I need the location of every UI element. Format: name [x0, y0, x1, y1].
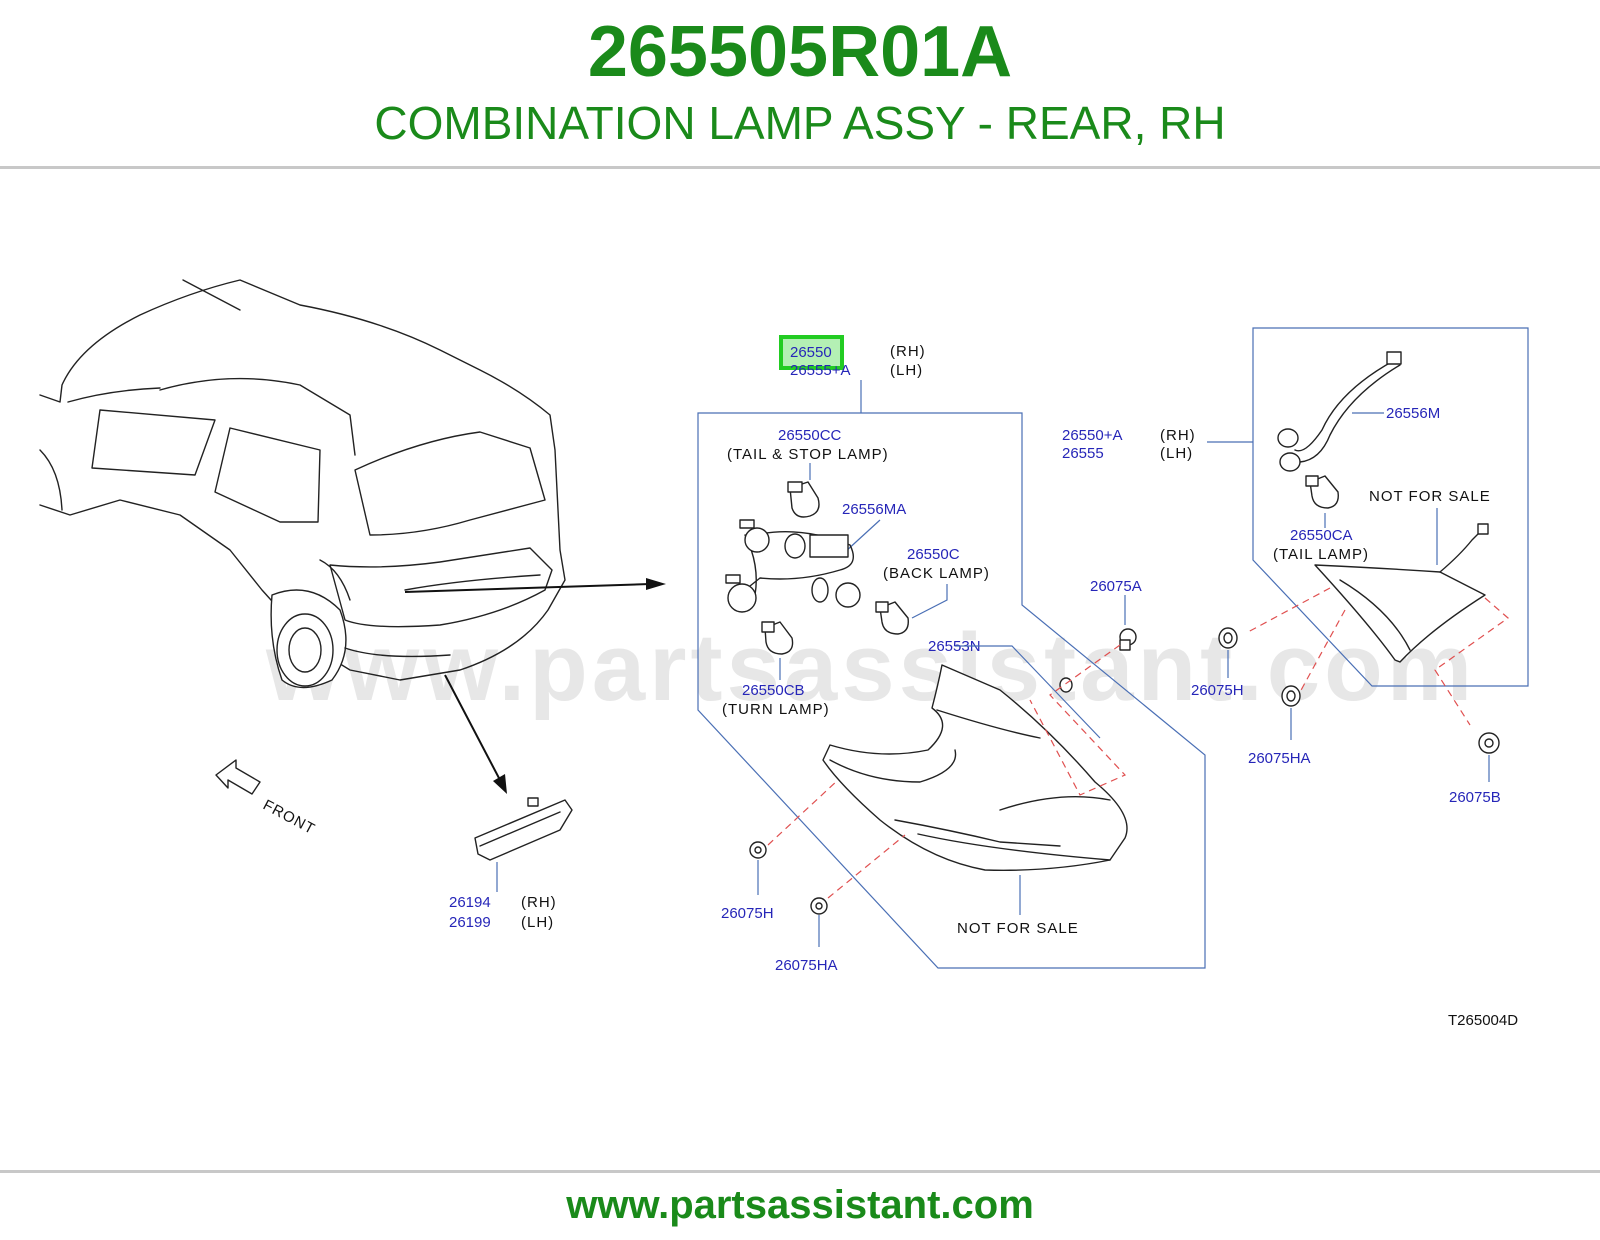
- assembly-dash-line: [767, 779, 839, 846]
- parts-diagram: www.partsassistant.com FRONT 26194 (RH) …: [39, 279, 1529, 1029]
- callout-nut-b[interactable]: 26075B: [1449, 789, 1501, 806]
- callout-socket-tail-stop-desc: (TAIL & STOP LAMP): [727, 446, 889, 463]
- side-reflector-drawing: [474, 797, 573, 861]
- callout-reflector-lh-side: (LH): [521, 914, 554, 931]
- callout-main-rh-side: (RH): [890, 343, 926, 360]
- assembly-dash-line: [1299, 609, 1346, 693]
- callout-reflector-rh-side: (RH): [521, 894, 557, 911]
- arrowhead-icon: [646, 578, 666, 590]
- callout-socket-back-desc: (BACK LAMP): [883, 565, 990, 582]
- label-not-for-sale-1: NOT FOR SALE: [957, 920, 1079, 937]
- front-direction-indicator: FRONT: [215, 759, 318, 839]
- label-not-for-sale-2: NOT FOR SALE: [1369, 488, 1491, 505]
- leader-line: [911, 584, 948, 619]
- footer-divider: [0, 1170, 1600, 1173]
- callout-reflector-lh[interactable]: 26199: [449, 914, 491, 931]
- vehicle-rear-view-drawing: [39, 279, 566, 689]
- callout-nut-a[interactable]: 26075A: [1090, 578, 1142, 595]
- nut-a-drawing: [1119, 628, 1137, 651]
- nut-h-left-drawing: [749, 841, 767, 859]
- callout-inner-lh[interactable]: 26555: [1062, 445, 1104, 462]
- callout-inner-lh-side: (LH): [1160, 445, 1193, 462]
- footer-site-link[interactable]: www.partsassistant.com: [566, 1183, 1034, 1227]
- nut-h-right-drawing: [1218, 627, 1238, 649]
- assembly-dash-line: [1029, 644, 1127, 796]
- assembly-dash-line: [827, 834, 906, 899]
- bulb-turn-drawing: [761, 621, 794, 655]
- bulb-back-drawing: [875, 601, 909, 635]
- callout-socket-tail-desc: (TAIL LAMP): [1273, 546, 1369, 563]
- front-label: FRONT: [260, 797, 318, 839]
- pointer-line-reflector: [444, 674, 501, 781]
- leader-line: [844, 519, 881, 553]
- callout-main-lh-side: (LH): [890, 362, 923, 379]
- highlighted-part-box[interactable]: [779, 335, 844, 370]
- header-divider: [0, 166, 1600, 169]
- callout-inner-rh-side: (RH): [1160, 427, 1196, 444]
- callout-harness-main[interactable]: 26556MA: [842, 501, 906, 518]
- callout-main-rh[interactable]: 26550: [790, 344, 832, 361]
- assembly-frame-main: [697, 412, 1206, 969]
- nut-ha-left-drawing: [810, 897, 828, 915]
- harness-main-drawing: [725, 519, 861, 613]
- assembly-dash-line: [1434, 597, 1509, 726]
- bulb-tail-inner-drawing: [1305, 475, 1339, 509]
- callout-nut-ha-right[interactable]: 26075HA: [1248, 750, 1311, 767]
- inner-lamp-drawing: [1314, 523, 1489, 663]
- callout-nut-h-left[interactable]: 26075H: [721, 905, 774, 922]
- harness-inner-drawing: [1277, 351, 1402, 472]
- callout-socket-turn-desc: (TURN LAMP): [722, 701, 830, 718]
- nut-b-drawing: [1478, 732, 1500, 754]
- assembly-dash-line: [1247, 587, 1331, 633]
- diagram-id: T265004D: [1448, 1012, 1518, 1029]
- nut-ha-right-drawing: [1281, 685, 1301, 707]
- callout-nut-ha-left[interactable]: 26075HA: [775, 957, 838, 974]
- arrowhead-icon: [493, 774, 507, 794]
- pointer-line-tail-lamp: [404, 583, 651, 593]
- bulb-tail-stop-drawing: [787, 481, 820, 518]
- leader-line: [955, 645, 1101, 739]
- callout-socket-back[interactable]: 26550C: [907, 546, 960, 563]
- part-description: COMBINATION LAMP ASSY - REAR, RH: [374, 97, 1226, 149]
- part-number-title: 265505R01A: [587, 12, 1013, 92]
- tail-lamp-housing-drawing: [822, 664, 1128, 871]
- callout-harness-inner[interactable]: 26556M: [1386, 405, 1440, 422]
- callout-main-lh[interactable]: 26555+A: [790, 362, 850, 379]
- callout-lens-housing[interactable]: 26553N: [928, 638, 981, 655]
- callout-reflector-rh[interactable]: 26194: [449, 894, 491, 911]
- assembly-frame-inner: [1252, 327, 1529, 687]
- callout-nut-h-right[interactable]: 26075H: [1191, 682, 1244, 699]
- callout-inner-rh[interactable]: 26550+A: [1062, 427, 1122, 444]
- callout-socket-turn[interactable]: 26550CB: [742, 682, 805, 699]
- callout-socket-tail[interactable]: 26550CA: [1290, 527, 1353, 544]
- callout-socket-tail-stop[interactable]: 26550CC: [778, 427, 842, 444]
- page-header: 265505R01A COMBINATION LAMP ASSY - REAR,…: [0, 0, 1600, 168]
